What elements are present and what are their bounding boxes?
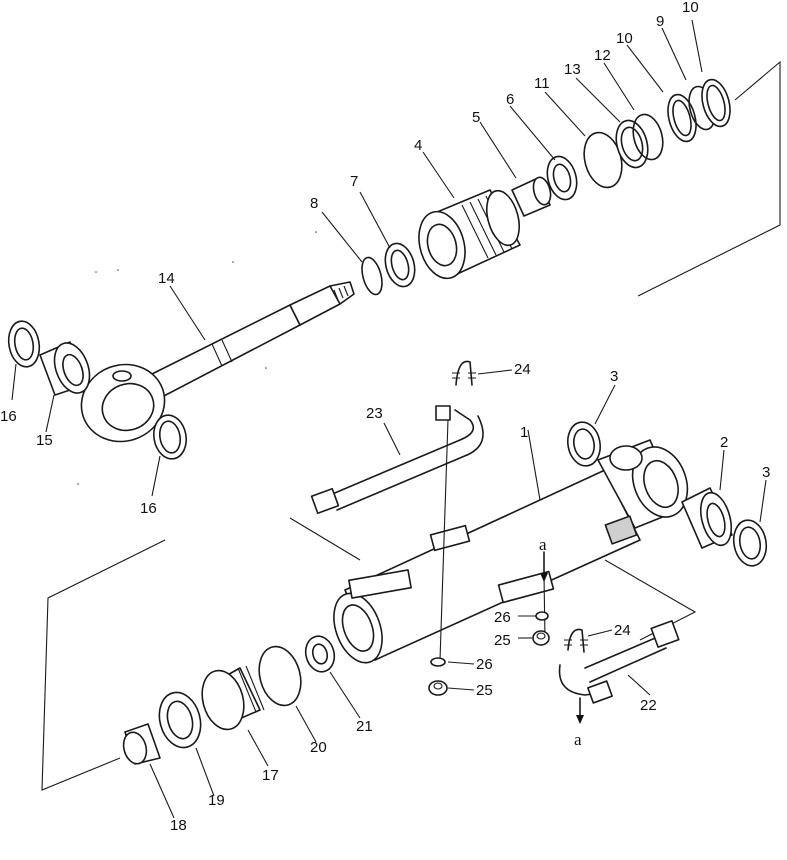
label-part-6: 6: [506, 91, 514, 108]
ring-19: [158, 691, 202, 749]
guide-line: [439, 419, 546, 661]
label-part-16-left: 16: [0, 408, 17, 425]
label-part-3-top: 3: [610, 368, 618, 385]
label-part-20: 20: [310, 739, 327, 756]
washer-right: [535, 611, 549, 621]
nut-18: [122, 723, 161, 765]
leader-lines: [11, 19, 767, 819]
hose-22: [558, 620, 680, 704]
label-part-22: 22: [640, 697, 657, 714]
piston-collar: [511, 176, 552, 217]
part-labels: 1 2 3 3 4 5 6 7 8 9 10 10 11 12 13 14 15…: [0, 0, 770, 834]
cylinder-tube: [333, 439, 689, 664]
label-part-5: 5: [472, 109, 480, 126]
label-part-12: 12: [594, 47, 611, 64]
washer-left: [430, 657, 446, 667]
snap-ring: [361, 256, 383, 296]
piston-rod: [80, 281, 355, 443]
label-part-10-top: 10: [682, 0, 699, 16]
label-part-9: 9: [656, 13, 664, 30]
label-part-10-mid: 10: [616, 30, 633, 47]
label-part-7: 7: [350, 173, 358, 190]
label-part-26-left: 26: [476, 656, 493, 673]
label-part-24-top: 24: [514, 361, 531, 378]
label-part-15: 15: [36, 432, 53, 449]
ring-20: [258, 645, 302, 707]
u-bolt-top: [452, 360, 476, 386]
label-part-23: 23: [366, 405, 383, 422]
label-part-24-bottom: 24: [614, 622, 631, 639]
label-part-2: 2: [720, 434, 728, 451]
nut-21: [304, 635, 336, 673]
dust-seal-left: [7, 320, 41, 368]
seal-ring: [632, 113, 664, 161]
upper-group-bracket: [637, 60, 781, 297]
label-part-26-right: 26: [494, 609, 511, 626]
arrow-a-lower: [576, 697, 584, 724]
nut-right: [532, 630, 550, 646]
rod-eye-bushing: [39, 341, 91, 396]
nut-left: [428, 680, 448, 696]
label-part-11: 11: [534, 75, 550, 92]
tube-seal-top: [566, 421, 602, 467]
label-part-1: 1: [520, 424, 528, 441]
label-part-4: 4: [414, 137, 422, 154]
piston-ring-left: [667, 93, 697, 143]
label-part-21: 21: [356, 718, 373, 735]
piston-17: [201, 665, 265, 731]
label-part-17: 17: [262, 767, 279, 784]
label-part-14: 14: [158, 270, 175, 287]
label-part-25-left: 25: [476, 682, 493, 699]
scan-specks: [77, 231, 317, 485]
label-a-lower: a: [574, 730, 582, 749]
arrow-a-upper: [540, 551, 548, 582]
label-part-3-right: 3: [762, 464, 770, 481]
label-part-25-right: 25: [494, 632, 511, 649]
dust-seal-right: [152, 414, 188, 460]
tube-seal-right: [732, 519, 768, 567]
backup-ring: [615, 119, 649, 169]
piston: [418, 189, 521, 280]
label-part-18: 18: [170, 817, 187, 834]
wear-ring: [546, 155, 578, 201]
head-bushing: [681, 487, 733, 549]
hose-23: [310, 405, 484, 515]
label-part-8: 8: [310, 195, 318, 212]
label-part-13: 13: [564, 61, 581, 78]
u-bolt-bottom: [564, 628, 588, 653]
label-part-16-bottom: 16: [140, 500, 157, 517]
label-part-19: 19: [208, 792, 225, 809]
piston-ring-right: [701, 78, 731, 128]
nut-ring: [384, 242, 416, 288]
label-a-upper: a: [539, 535, 547, 554]
